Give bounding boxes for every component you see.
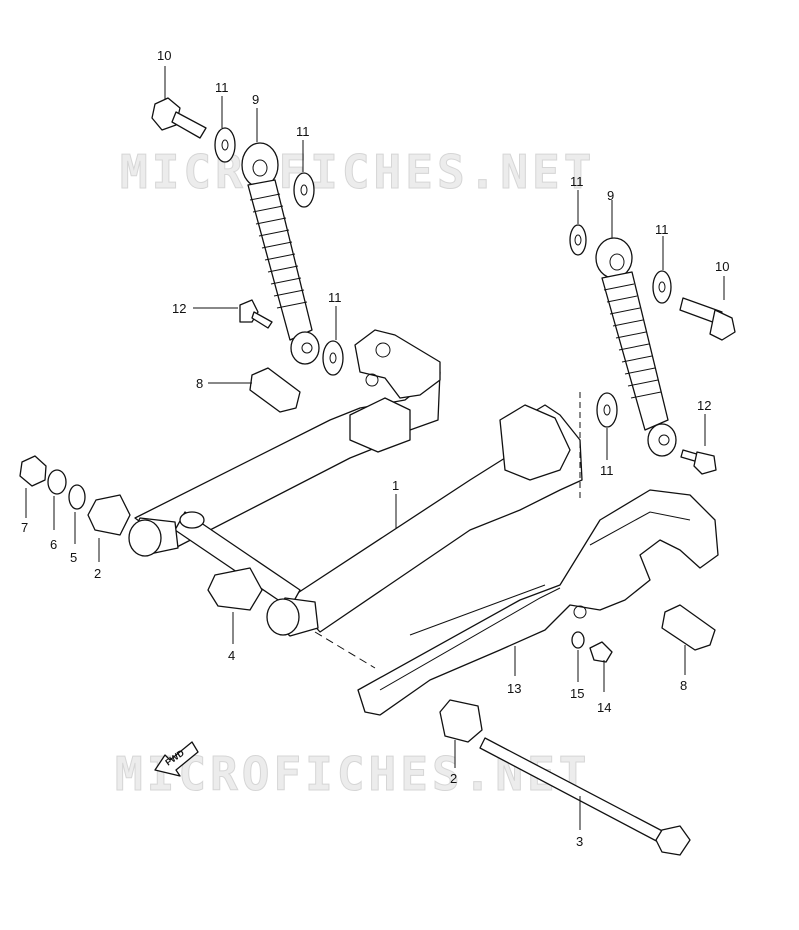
callout-6: 6	[50, 537, 57, 552]
spacer-8-left	[249, 367, 301, 413]
washer-6	[47, 469, 67, 495]
callout-14: 14	[597, 700, 611, 715]
washer-15	[571, 631, 585, 649]
washer-5	[68, 484, 86, 510]
callout-11-b: 11	[296, 124, 310, 139]
spacer-4	[207, 567, 263, 611]
shock-absorber-right	[595, 237, 677, 457]
bolt-3-axle	[479, 737, 691, 856]
bolt-14	[589, 641, 613, 663]
watermark-top: MICROFICHES.NET	[120, 145, 595, 199]
spacer-8-right	[661, 604, 716, 651]
callout-7: 7	[21, 520, 28, 535]
callout-11-e: 11	[655, 222, 669, 237]
callouts: 10 11 9 11 12 11 8 1 7 6 5 2 4 11 9 11 1…	[21, 48, 729, 849]
shock-absorber-left	[241, 142, 320, 365]
callout-2-lower: 2	[450, 771, 457, 786]
callout-2-left: 2	[94, 566, 101, 581]
leader-lines	[25, 66, 725, 830]
bolt-12-left	[239, 299, 273, 329]
callout-8-left: 8	[196, 376, 203, 391]
callout-10-right: 10	[715, 259, 729, 274]
callout-11-f: 11	[600, 463, 614, 478]
callout-11-c: 11	[328, 290, 342, 305]
callout-11-d: 11	[570, 174, 584, 189]
callout-12-right: 12	[697, 398, 711, 413]
bolt-10-right	[679, 297, 736, 341]
chain-case	[357, 489, 719, 716]
callout-3: 3	[576, 834, 583, 849]
bushing-2-upper	[87, 494, 131, 536]
callout-1: 1	[392, 478, 399, 493]
bushing-2-lower	[439, 699, 483, 743]
callout-9-right: 9	[607, 188, 614, 203]
callout-10-left: 10	[157, 48, 171, 63]
callout-15: 15	[570, 686, 584, 701]
callout-4: 4	[228, 648, 235, 663]
callout-8-right: 8	[680, 678, 687, 693]
callout-11-a: 11	[215, 80, 229, 95]
callout-9-left: 9	[252, 92, 259, 107]
washers-11	[214, 127, 672, 428]
swing-arm	[128, 329, 583, 637]
callout-5: 5	[70, 550, 77, 565]
bolt-10-left	[151, 97, 207, 139]
callout-12-left: 12	[172, 301, 186, 316]
nut-7	[19, 455, 47, 487]
callout-13: 13	[507, 681, 521, 696]
bolt-12-right	[680, 449, 717, 475]
